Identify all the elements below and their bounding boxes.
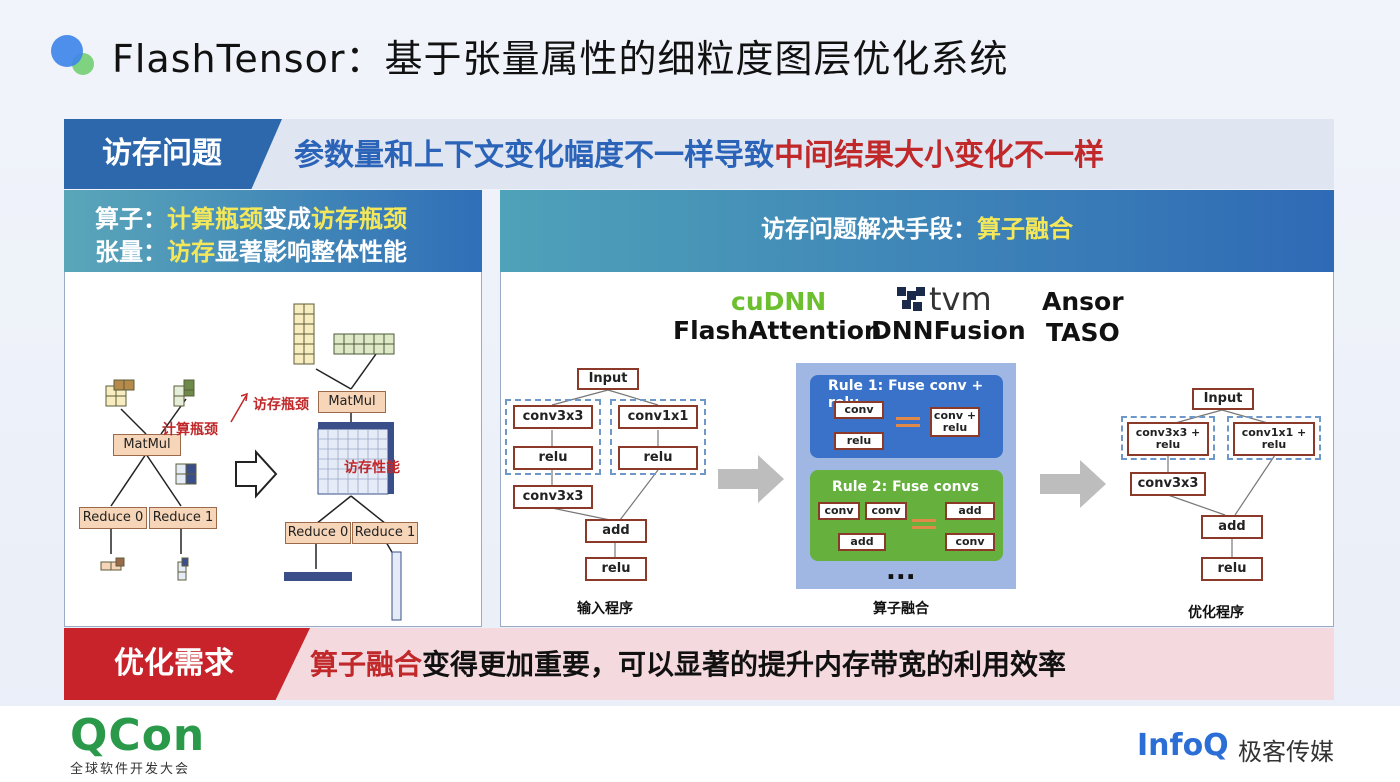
input-graph-edges: [551, 389, 659, 558]
memory-performance-label: 访存性能: [344, 460, 400, 476]
input-relu-b: relu: [618, 446, 698, 470]
bottom-banner-text-hl: 算子融合: [310, 648, 423, 681]
qcon-logo: QCon: [70, 710, 206, 761]
lib-taso: TASO: [1046, 318, 1120, 347]
left-line2-prefix: 张量：: [95, 238, 167, 266]
right-matmul-node: MatMul: [318, 391, 386, 413]
left-reduce1-node: Reduce 1: [149, 507, 217, 529]
lib-tvm: tvm: [929, 280, 992, 318]
left-reduce0-node: Reduce 0: [79, 507, 147, 529]
left-line1-hl1: 计算瓶颈: [167, 205, 263, 233]
rule1-relu: relu: [834, 432, 884, 450]
lib-dnnfusion: DNNFusion: [871, 316, 1026, 345]
output-add: add: [1201, 515, 1263, 539]
output-conv3x3: conv3x3: [1130, 472, 1206, 496]
rule2-title: Rule 2: Fuse convs: [832, 479, 980, 495]
top-banner-text: 参数量和上下文变化幅度不一样导致中间结果大小变化不一样: [294, 119, 1104, 189]
rules-ellipsis: ...: [886, 556, 916, 586]
right-panel-header: [500, 190, 1334, 272]
input-relu-a: relu: [513, 446, 593, 470]
rule1-conv: conv: [834, 401, 884, 419]
input-conv3x3-b: conv3x3: [513, 485, 593, 509]
input-conv3x3-a: conv3x3: [513, 405, 593, 429]
rule2-conv-b: conv: [865, 502, 907, 520]
left-line1-hl2: 访存瓶颈: [311, 205, 407, 233]
input-conv1x1: conv1x1: [618, 405, 698, 429]
left-line1-mid: 变成: [263, 205, 311, 233]
input-fuse-group-left: [505, 399, 601, 475]
arrow-right-icon: [718, 455, 784, 503]
input-node: Input: [577, 368, 639, 390]
rule2-add-r: add: [945, 502, 995, 520]
bottom-banner-tag: [64, 628, 310, 700]
tvm-logo: [897, 287, 925, 317]
left-matmul-node: MatMul: [113, 434, 181, 456]
input-fuse-group-right: [610, 399, 706, 475]
output-graph-caption: 优化程序: [1188, 605, 1244, 621]
right-panel-header-text: 访存问题解决手段：算子融合: [500, 190, 1334, 268]
bottom-banner-text-rest: 变得更加重要，可以显著的提升内存带宽的利用效率: [422, 648, 1067, 681]
slide-title: FlashTensor：基于张量属性的细粒度图层优化系统: [112, 37, 1009, 81]
rule2-equals-icon: [912, 519, 936, 529]
arrow-right-icon-2: [1040, 460, 1106, 508]
rule2-conv-a: conv: [818, 502, 860, 520]
left-line2-hl: 访存: [167, 238, 215, 266]
output-fused-a: conv3x3 + relu: [1127, 422, 1209, 456]
bottom-banner-text: 算子融合变得更加重要，可以显著的提升内存带宽的利用效率: [310, 628, 1066, 700]
left-line-2: 张量：访存显著影响整体性能: [95, 232, 407, 267]
top-banner-text-blue: 参数量和上下文变化幅度不一样导致: [294, 138, 774, 173]
left-line1-prefix: 算子：: [95, 205, 167, 233]
left-panel-header: [64, 190, 482, 272]
rule2-add: add: [838, 533, 886, 551]
output-input-node: Input: [1192, 388, 1254, 410]
memory-bottleneck-label: 访存瓶颈: [253, 397, 309, 413]
lib-ansor: Ansor: [1042, 287, 1124, 316]
infoq-cn-text: 极客传媒: [1238, 738, 1334, 766]
output-fuse-group-left: [1121, 416, 1215, 460]
output-fused-b: conv1x1 + relu: [1233, 422, 1315, 456]
footer: [0, 706, 1400, 782]
output-fuse-group-right: [1227, 416, 1321, 460]
top-banner-tag-text: 访存问题: [102, 136, 222, 171]
qcon-subtitle: 全球软件开发大会: [70, 762, 191, 777]
right-header-hl: 算子融合: [977, 215, 1073, 243]
right-reduce0-node: Reduce 0: [285, 522, 351, 544]
left-diagram: [100, 303, 402, 621]
input-graph-caption: 输入程序: [577, 601, 633, 617]
logo-dot-blue: [51, 35, 83, 67]
right-header-prefix: 访存问题解决手段：: [761, 215, 977, 243]
output-relu: relu: [1201, 557, 1263, 581]
left-line2-rest: 显著影响整体性能: [215, 238, 407, 266]
top-banner-text-red: 中间结果大小变化不一样: [774, 138, 1104, 173]
left-line-1: 算子：计算瓶颈变成访存瓶颈: [95, 199, 407, 234]
rule2-conv-r: conv: [945, 533, 995, 551]
compute-bottleneck-label: 计算瓶颈: [162, 422, 218, 438]
lib-flashattention: FlashAttention: [673, 316, 882, 345]
lib-cudnn: cuDNN: [731, 287, 827, 316]
rules-caption: 算子融合: [873, 601, 929, 617]
input-relu-out: relu: [585, 557, 647, 581]
input-add: add: [585, 519, 647, 543]
infoq-logo: InfoQ: [1137, 728, 1229, 763]
rule1-fused: conv + relu: [930, 407, 980, 437]
top-banner-tag: [64, 119, 282, 189]
rule1-equals-icon: [896, 417, 920, 427]
right-reduce1-node: Reduce 1: [352, 522, 418, 544]
bottom-banner-tag-text: 优化需求: [114, 646, 234, 681]
